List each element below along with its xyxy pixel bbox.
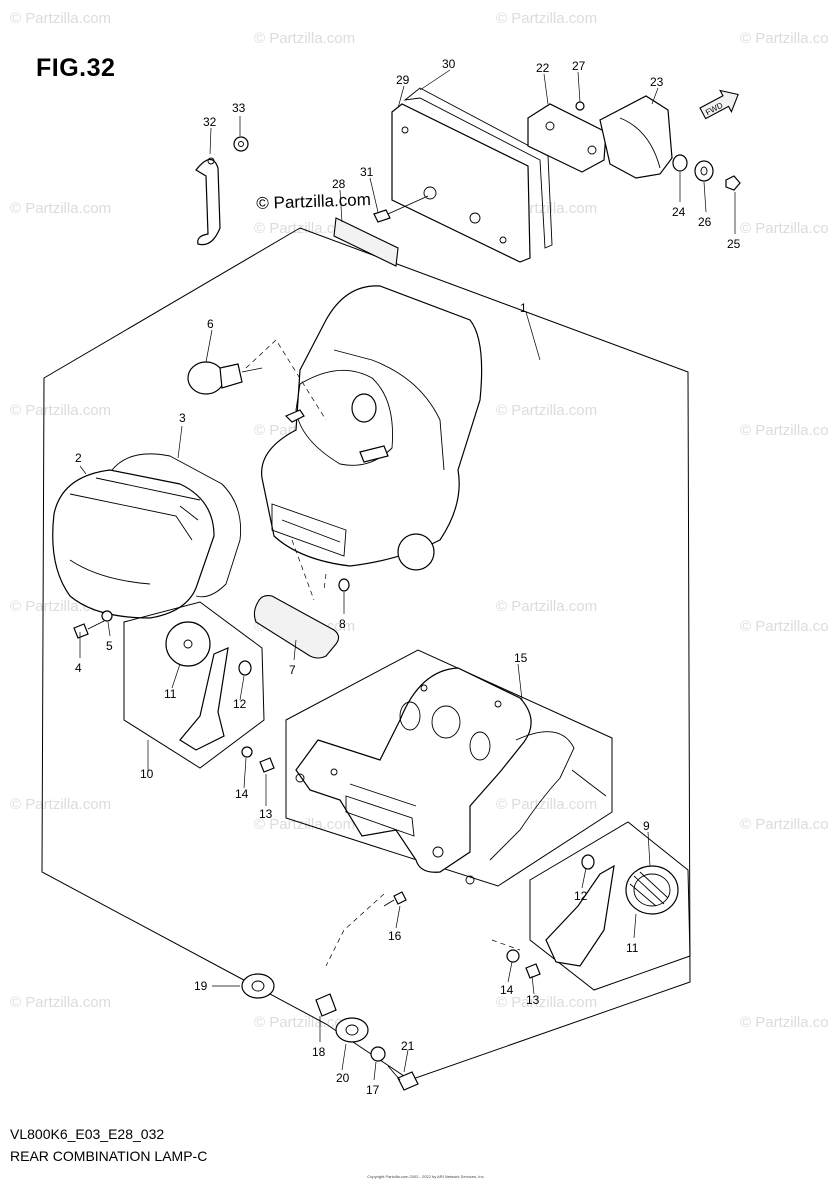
- copyright-mark: © Partzilla.com: [256, 190, 372, 213]
- callout-19: 19: [194, 979, 208, 993]
- fwd-arrow-icon: FWD: [699, 89, 739, 120]
- callout-21: 21: [401, 1039, 415, 1053]
- callout-labels: 1 2 3 4 5 6 7 8 9 10 11 11 12 12 13 13 1…: [75, 57, 741, 1097]
- footer-note: Copyright Partzilla.com 2002 - 2022 by A…: [367, 1174, 485, 1179]
- callout-20: 20: [336, 1071, 350, 1085]
- callout-16: 16: [388, 929, 402, 943]
- callout-29: 29: [396, 73, 410, 87]
- assembly-frame: [41, 227, 691, 1081]
- callout-27: 27: [572, 59, 586, 73]
- side-bracket: [195, 158, 221, 246]
- bracket-cover: [599, 95, 673, 179]
- callout-31: 31: [360, 165, 374, 179]
- callout-30: 30: [442, 57, 456, 71]
- mounting-plate: [295, 667, 607, 885]
- callout-8: 8: [339, 617, 346, 631]
- callout-22: 22: [536, 61, 550, 75]
- spacer-18: [315, 993, 337, 1017]
- callout-25: 25: [727, 237, 741, 251]
- callout-17: 17: [366, 1083, 380, 1097]
- diagram-code: VL800K6_E03_E28_032: [10, 1126, 165, 1142]
- watermark-text: © Partzilla.com: [740, 816, 828, 833]
- callout-11a: 11: [164, 687, 177, 701]
- watermark-text: © Partzilla.com: [10, 200, 112, 217]
- watermark-text: © Partzilla.com: [740, 220, 828, 237]
- callout-3: 3: [179, 411, 186, 425]
- watermark-text: © Partzilla.com: [496, 10, 598, 27]
- watermark-text: © Partzilla.com: [254, 30, 356, 47]
- lens-group: [52, 453, 242, 619]
- left-light-bracket: [165, 621, 252, 751]
- license-plate-bracket: [391, 103, 531, 263]
- lamp-bracket: [527, 103, 607, 173]
- watermark-text: © Partzilla.com: [10, 796, 112, 813]
- watermark-text: © Partzilla.com: [740, 1014, 828, 1031]
- nut-20: [335, 1017, 369, 1043]
- watermark-text: © Partzilla.com: [740, 618, 828, 635]
- leader-lines: [79, 69, 736, 1081]
- grommet-19: [241, 973, 275, 999]
- callout-13a: 13: [259, 807, 273, 821]
- callout-24: 24: [672, 205, 686, 219]
- watermark-text: © Partzilla.com: [496, 402, 598, 419]
- figure-title: FIG.32: [36, 54, 116, 82]
- callout-4: 4: [75, 661, 82, 675]
- callout-26: 26: [698, 215, 712, 229]
- license-bracket-group: FWD: [195, 87, 741, 267]
- callout-14a: 14: [235, 787, 249, 801]
- callout-1: 1: [520, 301, 527, 315]
- watermark-text: © Partzilla.com: [254, 220, 356, 237]
- diagram-name: REAR COMBINATION LAMP-C: [10, 1148, 208, 1164]
- callout-18: 18: [312, 1045, 326, 1059]
- callout-5: 5: [106, 639, 113, 653]
- callout-12a: 12: [233, 697, 247, 711]
- callout-7: 7: [289, 663, 296, 677]
- lamp-housing: [261, 285, 483, 571]
- bulb: [187, 361, 263, 395]
- callout-14b: 14: [500, 983, 514, 997]
- callout-12b: 12: [574, 889, 588, 903]
- callout-28: 28: [332, 177, 346, 191]
- watermark-text: © Partzilla.com: [740, 422, 828, 439]
- callout-23: 23: [650, 75, 664, 89]
- gasket: [111, 453, 242, 598]
- watermark-text: © Partzilla.com: [496, 796, 598, 813]
- watermark-text: © Partzilla.com: [496, 994, 598, 1011]
- bolt-21: [397, 1071, 419, 1091]
- callout-10: 10: [140, 767, 154, 781]
- lamp-lens: [52, 469, 215, 619]
- callout-6: 6: [207, 317, 214, 331]
- watermark-text: © Partzilla.com: [740, 30, 828, 47]
- watermark-text: © Partzilla.com: [10, 10, 112, 27]
- callout-2: 2: [75, 451, 82, 465]
- callout-33: 33: [232, 101, 246, 115]
- watermark-text: © Partzilla.com: [10, 402, 112, 419]
- side-reflector: [253, 595, 340, 659]
- washer-17: [370, 1046, 386, 1062]
- callout-11b: 11: [626, 941, 639, 955]
- callout-32: 32: [203, 115, 217, 129]
- callout-15: 15: [514, 651, 528, 665]
- right-light-bracket: [545, 854, 679, 967]
- callout-9: 9: [643, 819, 650, 833]
- callout-13b: 13: [526, 993, 540, 1007]
- watermark-text: © Partzilla.com: [10, 994, 112, 1011]
- reflector-strip: [333, 217, 399, 267]
- watermark-text: © Partzilla.com: [496, 598, 598, 615]
- watermark-text: © Partzilla.com: [254, 816, 356, 833]
